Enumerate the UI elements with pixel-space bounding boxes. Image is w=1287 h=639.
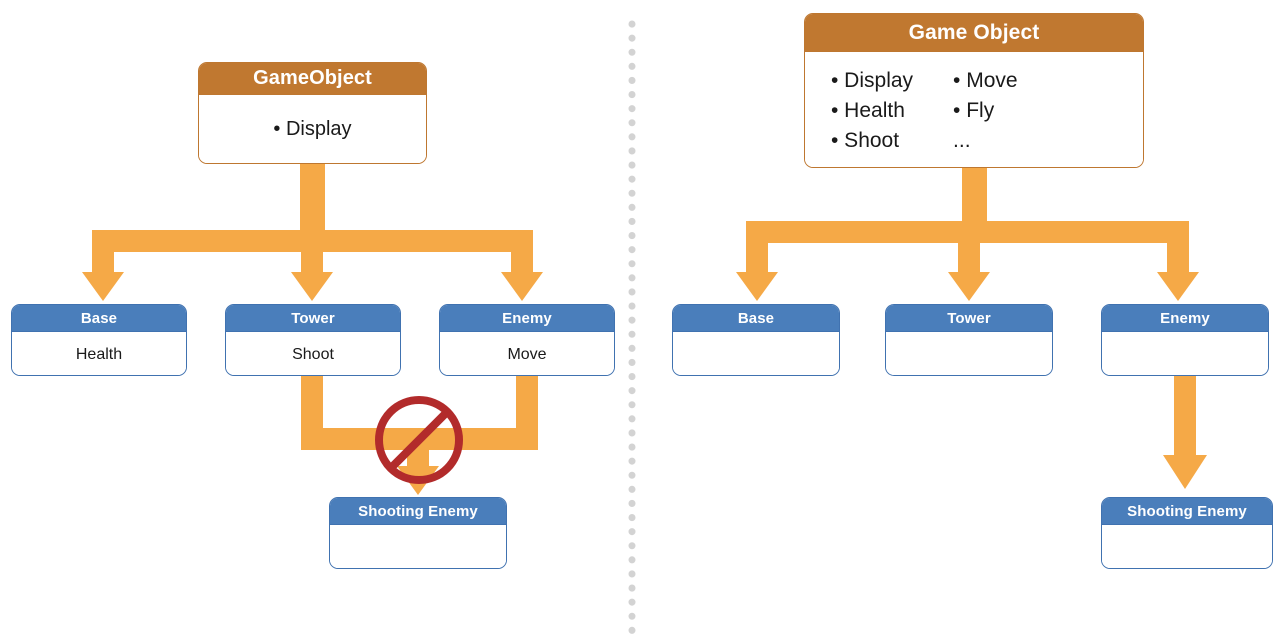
node-shooting-enemy-left-body [330, 525, 506, 568]
node-tower-left-body: Shoot [226, 332, 400, 375]
node-shooting-enemy-right[interactable]: Shooting Enemy [1101, 497, 1273, 569]
right-branch-enemy-arrowhead [1157, 272, 1199, 301]
node-tower-right-title: Tower [886, 305, 1052, 332]
node-gameobject-left[interactable]: GameObject • Display [198, 62, 427, 164]
feature-item: • Fly [953, 99, 995, 122]
node-base-right-body [673, 332, 839, 375]
feature-item: • Shoot [831, 129, 900, 152]
node-shooting-enemy-right-title: Shooting Enemy [1102, 498, 1272, 525]
left-branch-base-stem [92, 230, 114, 280]
left-trunk-connector [300, 163, 325, 243]
node-base-left[interactable]: Base Health [11, 304, 187, 376]
node-gameobject-left-body: • Display [199, 95, 426, 163]
node-base-left-body: Health [12, 332, 186, 375]
node-base-right-title: Base [673, 305, 839, 332]
left-branch-enemy-stem [511, 230, 533, 280]
node-enemy-right-body [1102, 332, 1268, 375]
node-gameobject-left-title: GameObject [199, 63, 426, 95]
node-tower-right-body [886, 332, 1052, 375]
left-branch-tower-arrowhead [291, 272, 333, 301]
left-branch-tower-stem [301, 230, 323, 280]
node-tower-right[interactable]: Tower [885, 304, 1053, 376]
right-leaf-arrowhead [1163, 455, 1207, 489]
node-enemy-left-title: Enemy [440, 305, 614, 332]
node-enemy-left-body: Move [440, 332, 614, 375]
node-tower-left-title: Tower [226, 305, 400, 332]
not-allowed-sign [375, 396, 463, 484]
feature-column-2: • Move • Fly ... [953, 66, 1018, 156]
right-branch-tower-arrowhead [948, 272, 990, 301]
left-branch-enemy-arrowhead [501, 272, 543, 301]
node-gameobject-right-title: Game Object [805, 14, 1143, 52]
node-shooting-enemy-left[interactable]: Shooting Enemy [329, 497, 507, 569]
node-enemy-right-title: Enemy [1102, 305, 1268, 332]
node-base-right[interactable]: Base [672, 304, 840, 376]
feature-item: • Move [953, 69, 1018, 92]
right-branch-enemy-stem [1167, 221, 1189, 279]
node-gameobject-right-body: • Display • Health • Shoot • Move • Fly … [805, 52, 1143, 167]
left-branch-base-arrowhead [82, 272, 124, 301]
node-enemy-left[interactable]: Enemy Move [439, 304, 615, 376]
feature-item: ... [953, 129, 971, 152]
right-branch-tower-stem [958, 221, 980, 279]
right-leaf-stem-connector [1174, 375, 1196, 461]
node-shooting-enemy-right-body [1102, 525, 1272, 568]
feature-item: • Display [831, 69, 914, 92]
node-gameobject-right[interactable]: Game Object • Display • Health • Shoot •… [804, 13, 1144, 168]
right-branch-base-arrowhead [736, 272, 778, 301]
node-tower-left[interactable]: Tower Shoot [225, 304, 401, 376]
feature-column-1: • Display • Health • Shoot [831, 66, 913, 156]
node-enemy-right[interactable]: Enemy [1101, 304, 1269, 376]
feature-item: • Health [831, 99, 905, 122]
right-branch-base-stem [746, 221, 768, 279]
node-shooting-enemy-left-title: Shooting Enemy [330, 498, 506, 525]
node-base-left-title: Base [12, 305, 186, 332]
